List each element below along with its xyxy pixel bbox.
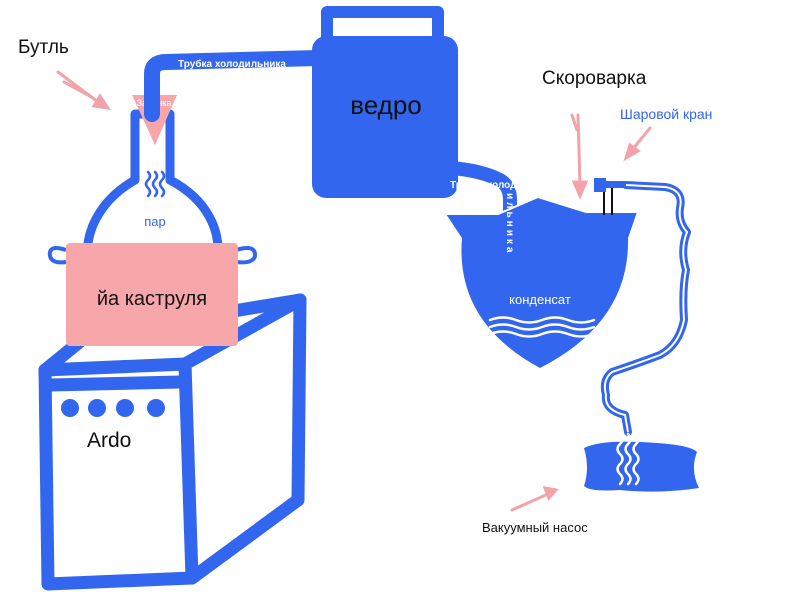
pressure-cooker-label: Скороварка [542,68,647,89]
stove-front [38,357,199,591]
stove-top-diagonal [178,293,307,371]
vacuum-pump-body [584,441,699,492]
vacuum-pump [584,432,699,492]
condenser-tube-top [144,50,326,122]
vacuum-pump-label: Вакуумный насос [482,520,588,535]
valve-icon [594,178,626,215]
arrow-icon [56,70,652,512]
pump-waves-icon [616,432,640,486]
pot-body [66,243,238,346]
stove-panel-line [43,375,187,392]
stove-burners [61,399,165,417]
condenser-tube-right [443,161,517,269]
burner-icon [88,399,106,417]
pot-label: йа каструля [97,288,207,310]
condensate-label: конденсат [509,292,571,307]
pot: йа каструля [47,243,258,346]
pressure-cooker: конденсат [446,195,637,368]
burner-icon [61,399,79,417]
pot-handle-left [47,246,67,265]
stove-label: Ardo [87,429,131,452]
stove-side [185,293,307,585]
pressure-cooker-body [446,197,637,368]
bucket-handle [321,6,444,45]
waves-icon [488,316,596,338]
condenser-tube-top-label: Трубка холодильника [178,58,286,70]
condenser-tube-vertical-label: ильника [504,193,515,255]
ball-valve-label: Шаровой кран [620,106,712,122]
bucket: ведро [312,6,458,198]
vacuum-hose-highlight [603,184,689,433]
bucket-body [312,36,458,198]
steam-label: пар [144,214,166,229]
bucket-label: ведро [350,90,422,120]
bottle-label: Бутль [18,37,69,58]
burner-icon [147,399,165,417]
steam-icon [144,170,166,198]
burner-icon [116,399,134,417]
pot-handle-right [235,246,258,265]
condenser-tube-right-label: Трубка холод [450,179,517,191]
